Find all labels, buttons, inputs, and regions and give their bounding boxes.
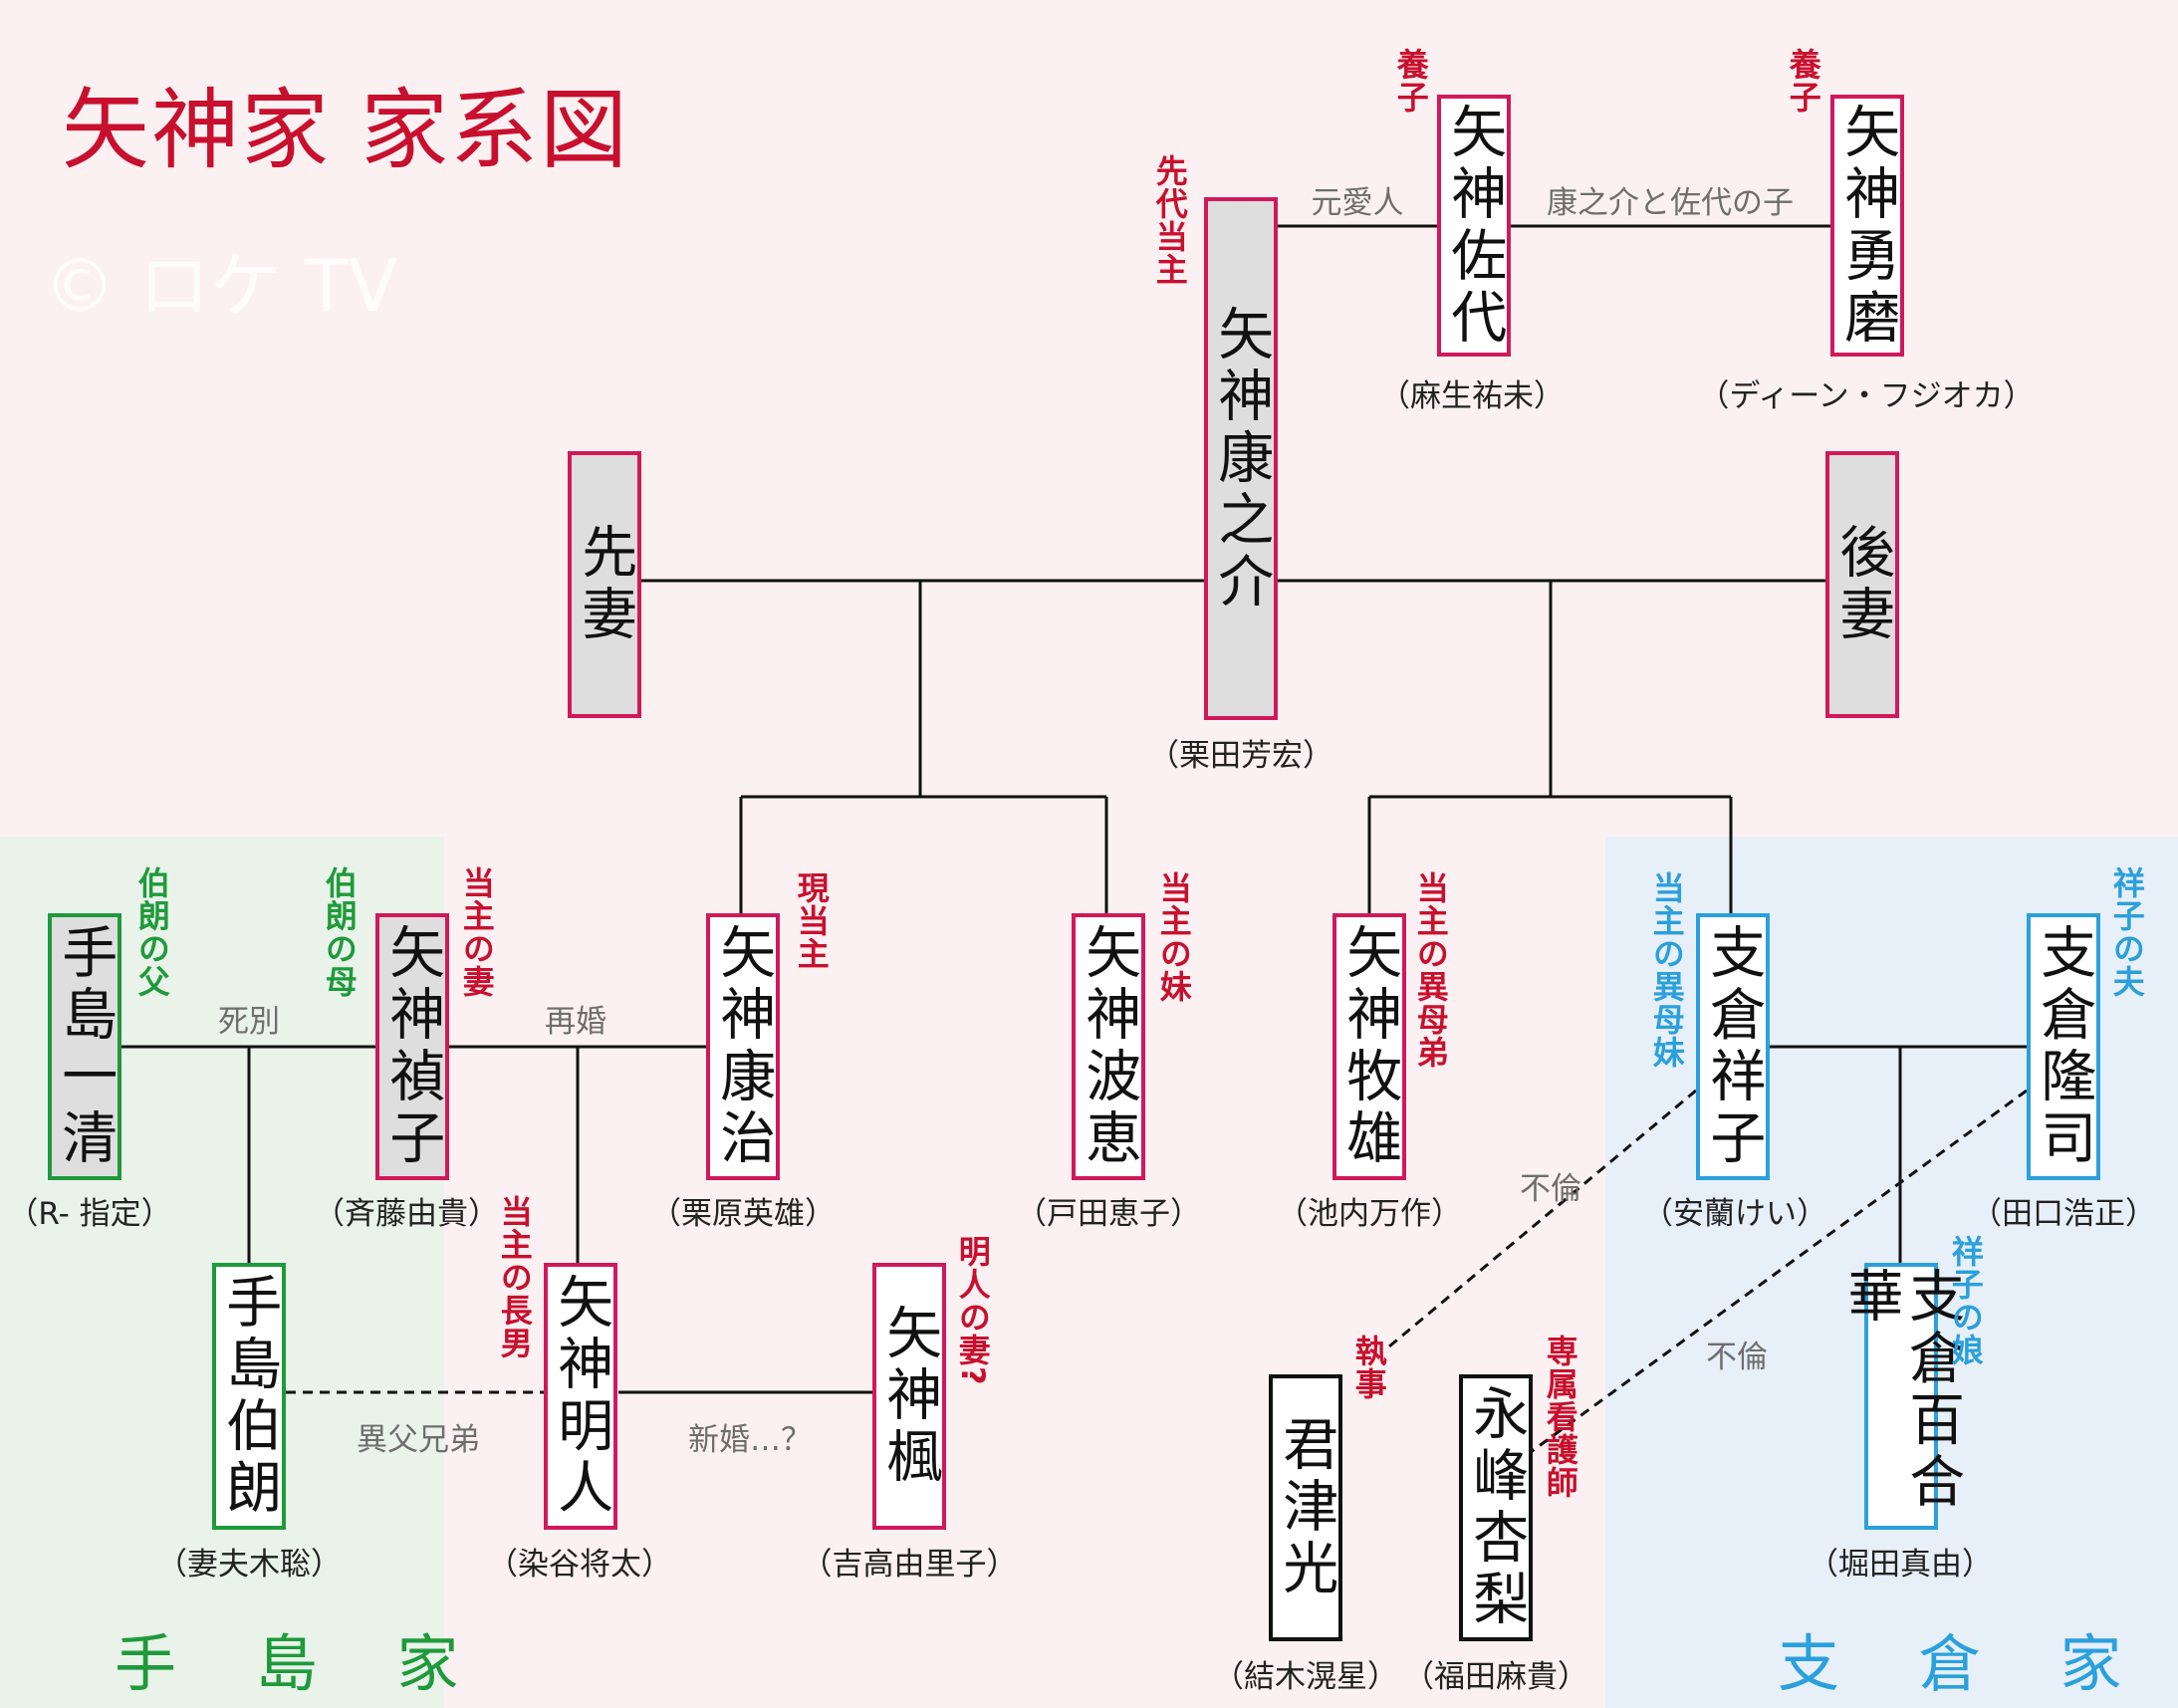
actor-name: （田口浩正） <box>1971 1196 2156 1232</box>
relation-label: 死別 <box>218 1004 280 1040</box>
actor-name: （R- 指定） <box>7 1196 172 1232</box>
person-name: 矢神牧雄 <box>1336 923 1402 1170</box>
role-label: 養子 <box>1784 48 1822 114</box>
relation-label: 新婚…？ <box>688 1422 812 1458</box>
relation-label: 再婚 <box>545 1004 606 1040</box>
person-name: 手島伯朗 <box>216 1273 282 1520</box>
family-label-teshima: 手 島 家 <box>115 1627 489 1700</box>
actor-name: （堀田真由） <box>1808 1547 1993 1583</box>
person-box-ichisei: 手島一清 <box>48 913 121 1180</box>
person-name: 矢神波恵 <box>1076 923 1141 1170</box>
role-label: 当主の異母弟 <box>1411 871 1450 1069</box>
person-box-yuma: 矢神勇磨 <box>1830 95 1904 357</box>
actor-name: （結木滉星） <box>1213 1659 1398 1695</box>
person-box-kaede: 矢神楓 <box>872 1263 946 1530</box>
person-box-sayo: 矢神佐代 <box>1437 95 1511 357</box>
person-box-shoko: 支倉祥子 <box>1696 913 1770 1180</box>
person-box-akito: 矢神明人 <box>544 1263 617 1530</box>
role-label: 執事 <box>1349 1335 1388 1400</box>
person-name: 君津光 <box>1273 1415 1338 1600</box>
person-box-namie: 矢神波恵 <box>1072 913 1145 1180</box>
role-label: 伯朗の母 <box>320 866 359 998</box>
person-box-former-wife: 先妻 <box>568 451 641 718</box>
person-box-kimitsu: 君津光 <box>1269 1374 1342 1641</box>
relation-label: 不倫 <box>1706 1340 1768 1375</box>
actor-name: （妻夫木聡） <box>156 1547 342 1583</box>
person-box-yurika: 支倉百合華 <box>1838 1263 1965 1530</box>
role-label: 伯朗の父 <box>132 866 171 998</box>
actor-name: （麻生祐未） <box>1379 378 1565 414</box>
role-label: 専属看護師 <box>1541 1335 1579 1499</box>
relation-label: 不倫 <box>1520 1171 1581 1207</box>
person-name: 手島一清 <box>52 923 118 1170</box>
actor-name: （吉高由里子） <box>801 1547 1018 1583</box>
relation-label: 元愛人 <box>1311 185 1404 221</box>
role-label: 当主の妹 <box>1154 871 1193 1003</box>
person-box-makio: 矢神牧雄 <box>1332 913 1406 1180</box>
relation-label: 異父兄弟 <box>357 1422 480 1458</box>
actor-name: （栗原英雄） <box>650 1196 836 1232</box>
person-name: 矢神佐代 <box>1441 102 1507 350</box>
actor-name: （安蘭けい） <box>1642 1196 1827 1232</box>
person-box-takashi: 支倉隆司 <box>2027 913 2100 1180</box>
person-name: 矢神明人 <box>548 1273 613 1520</box>
family-label-shikura: 支 倉 家 <box>1778 1627 2152 1700</box>
role-label: 祥子の夫 <box>2107 866 2146 998</box>
actor-name: （ディーン・フジオカ） <box>1698 378 2035 414</box>
actor-name: （斉藤由貴） <box>314 1196 499 1232</box>
line-affair-takashi-nagamine <box>1530 1089 2028 1454</box>
relation-label: 康之介と佐代の子 <box>1547 185 1794 221</box>
watermark: © ロケ TV <box>44 244 398 328</box>
page-title: 矢神家 家系図 <box>62 79 629 181</box>
role-label: 当主の長男 <box>495 1195 534 1359</box>
person-name: 支倉祥子 <box>1700 923 1766 1170</box>
role-label: 当主の妻 <box>457 866 496 998</box>
person-name: 矢神康之介 <box>1208 304 1274 613</box>
person-name: 先妻 <box>572 523 637 646</box>
person-box-hakuro: 手島伯朗 <box>212 1263 286 1530</box>
person-name: 支倉百合華 <box>1838 1267 1965 1514</box>
actor-name: （染谷将太） <box>487 1547 672 1583</box>
actor-name: （福田麻貴） <box>1403 1659 1588 1695</box>
role-label: 先代当主 <box>1150 154 1189 286</box>
role-label: 明人の妻? <box>953 1235 992 1386</box>
actor-name: （池内万作） <box>1277 1196 1462 1232</box>
role-label: 養子 <box>1391 48 1430 114</box>
actor-name: （戸田恵子） <box>1016 1196 1201 1232</box>
person-box-yasuharu: 矢神康治 <box>706 913 780 1180</box>
person-box-second-wife: 後妻 <box>1825 451 1899 718</box>
person-name: 矢神勇磨 <box>1834 102 1900 350</box>
person-name: 後妻 <box>1829 523 1895 646</box>
role-label: 祥子の娘 <box>1946 1235 1985 1366</box>
role-label: 当主の異母妹 <box>1647 871 1686 1069</box>
person-name: 矢神康治 <box>710 923 776 1170</box>
person-box-teiko: 矢神禎子 <box>375 913 449 1180</box>
person-box-nagamine: 永峰杏梨 <box>1459 1374 1533 1641</box>
person-name: 永峰杏梨 <box>1463 1384 1529 1631</box>
person-name: 矢神楓 <box>876 1304 942 1489</box>
role-label: 現当主 <box>792 871 831 970</box>
person-name: 矢神禎子 <box>379 923 445 1170</box>
person-box-yasunosuke: 矢神康之介 <box>1204 197 1278 720</box>
person-name: 支倉隆司 <box>2031 923 2096 1170</box>
actor-name: （栗田芳宏） <box>1148 738 1333 774</box>
